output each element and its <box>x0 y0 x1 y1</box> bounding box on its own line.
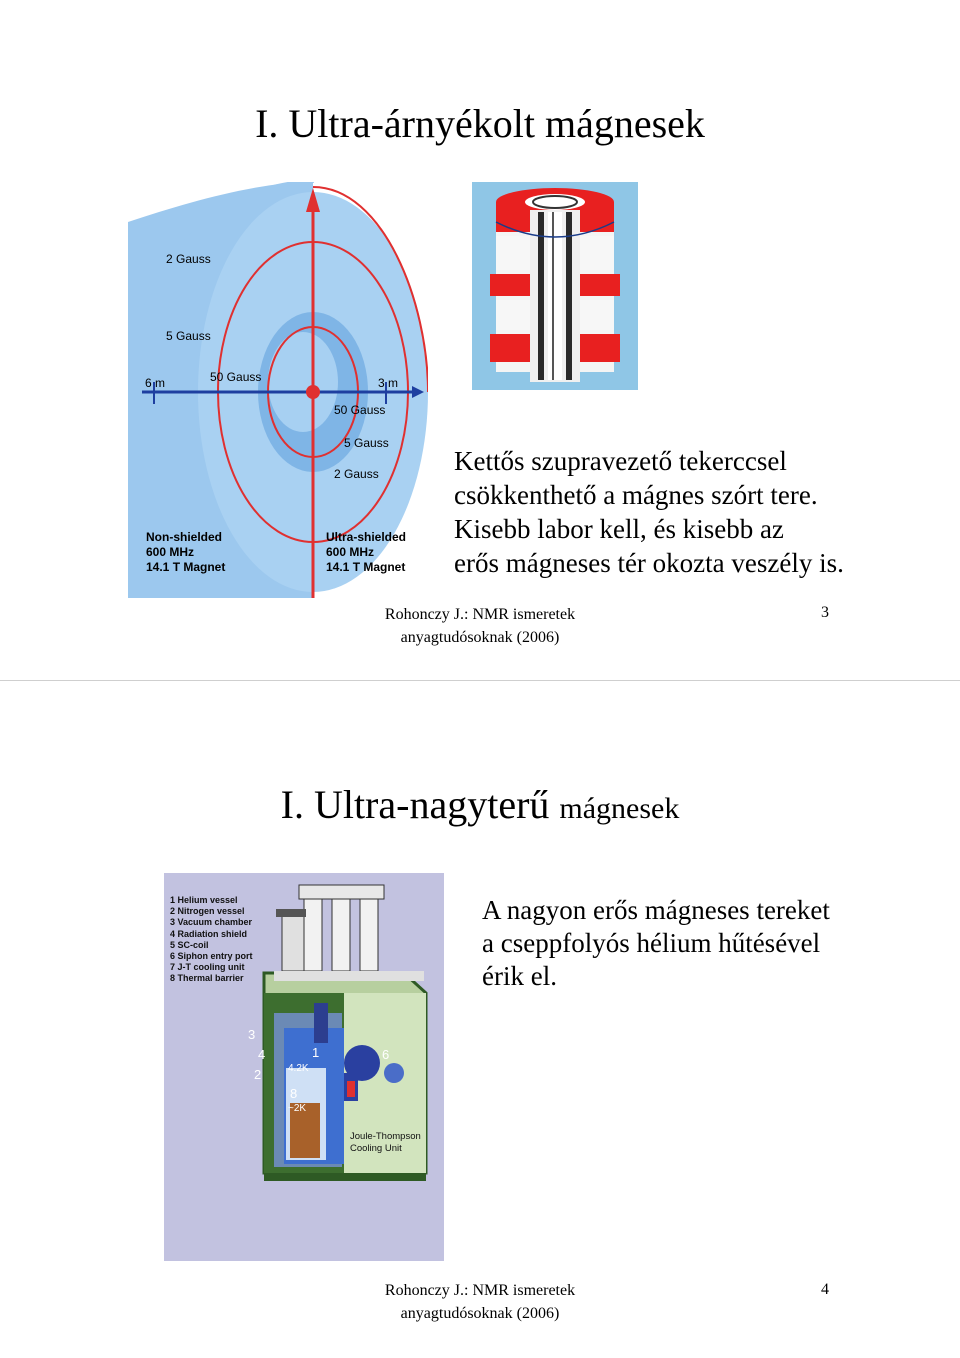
nonshielded-line-1: Non-shielded <box>146 530 223 544</box>
slide-4-footer: Rohonczy J.: NMR ismeretek anyagtudósokn… <box>375 1279 585 1325</box>
legend-item-3: 3 Vacuum chamber <box>170 917 253 928</box>
slide-4-text-line-3: érik el. <box>482 961 557 991</box>
slide-3: I. Ultra-árnyékolt mágnesek <box>0 101 960 681</box>
slide-3-text-line-2: csökkenthető a mágnes szórt tere. <box>454 480 818 510</box>
slide-3-text-line-3: Kisebb labor kell, és kisebb az <box>454 514 784 544</box>
ultrashielded-line-3: 14.1 T Magnet <box>326 560 406 574</box>
label-5gauss-outer: 5 Gauss <box>166 329 211 343</box>
nonshielded-line-3: 14.1 T Magnet <box>146 560 226 574</box>
slide-4-title-small: mágnesek <box>559 792 680 825</box>
legend-item-2: 2 Nitrogen vessel <box>170 906 245 917</box>
label-50gauss-left: 50 Gauss <box>210 370 262 384</box>
jt-unit-line-1: Joule-Thompson <box>350 1131 421 1142</box>
slide-3-footer-author: Rohonczy J.: NMR ismeretek <box>384 606 576 623</box>
cryo-label-4: 4 <box>258 1047 266 1062</box>
legend-item-5: 5 SC-coil <box>170 939 209 950</box>
cryo-label-1: 1 <box>312 1045 320 1060</box>
jt-unit-label: Joule-Thompson Cooling Unit <box>350 1131 421 1155</box>
slide-4: I. Ultra-nagyterű mágnesek <box>0 681 960 1358</box>
slide-4-page-number: 4 <box>821 1281 829 1298</box>
slide-3-page-number: 3 <box>821 604 829 621</box>
cryo-label-2k: ~2K <box>288 1103 307 1114</box>
slide-4-title: I. Ultra-nagyterű mágnesek <box>0 781 960 828</box>
slide-4-text-line-2: a cseppfolyós hélium hűtésével <box>482 928 821 958</box>
label-5gauss-inner: 5 Gauss <box>344 436 389 450</box>
legend-item-8: 8 Thermal barrier <box>170 973 244 984</box>
slide-3-footer: Rohonczy J.: NMR ismeretek anyagtudósokn… <box>375 603 585 649</box>
magnet-center <box>306 385 320 399</box>
slide-4-footer-course: anyagtudósoknak (2006) <box>400 1305 560 1322</box>
label-6m: 6 m <box>145 376 166 390</box>
ultrashielded-line-2: 600 MHz <box>326 545 375 559</box>
cryo-label-4-2k: 4.2K <box>288 1063 309 1074</box>
label-2gauss-inner: 2 Gauss <box>334 467 379 481</box>
cryo-label-6: 6 <box>382 1047 390 1062</box>
cryo-label-3: 3 <box>248 1027 256 1042</box>
slide-3-text-line-4: erős mágneses tér okozta veszély is. <box>454 548 844 578</box>
ultrashielded-caption: Ultra-shielded 600 MHz 14.1 T Magnet <box>326 530 406 575</box>
legend-item-4: 4 Radiation shield <box>170 928 248 939</box>
jt-unit-line-2: Cooling Unit <box>350 1143 402 1154</box>
cryo-label-8: 8 <box>290 1086 298 1101</box>
slide-4-footer-author: Rohonczy J.: NMR ismeretek <box>384 1282 576 1299</box>
stray-field-diagram <box>128 182 428 598</box>
slide-3-title: I. Ultra-árnyékolt mágnesek <box>255 101 705 146</box>
coil-cutaway-drawing <box>472 182 638 390</box>
nonshielded-line-2: 600 MHz <box>146 545 195 559</box>
legend-item-7: 7 J-T cooling unit <box>170 962 245 973</box>
up-arrow <box>306 188 320 212</box>
slide-4-text: A nagyon erős mágneses tereket a cseppfo… <box>482 894 830 993</box>
legend-item-1: 1 Helium vessel <box>170 895 238 905</box>
ultrashielded-line-1: Ultra-shielded <box>326 530 407 544</box>
coil-cutaway-image <box>472 182 638 390</box>
nonshielded-caption: Non-shielded 600 MHz 14.1 T Magnet <box>146 530 225 575</box>
cryo-label-2: 2 <box>254 1067 262 1082</box>
slide-4-text-line-1: A nagyon erős mágneses tereket <box>482 895 830 925</box>
cryostat-figure: 1 Helium vessel 2 Nitrogen vessel 3 Vacu… <box>164 873 444 1261</box>
slide-4-title-main: I. Ultra-nagyterű <box>280 782 550 827</box>
slide-3-footer-course: anyagtudósoknak (2006) <box>400 629 560 646</box>
legend-item-6: 6 Siphon entry port <box>170 951 253 962</box>
stray-field-figure: 2 Gauss 5 Gauss 6 m 50 Gauss 3 m 50 Gaus… <box>128 182 428 598</box>
label-3m: 3 m <box>378 376 399 390</box>
cryostat-drawing <box>164 873 444 1261</box>
slide-3-text-line-1: Kettős szupravezető tekerccsel <box>454 446 787 476</box>
label-2gauss-outer: 2 Gauss <box>166 252 211 266</box>
slide-3-text: Kettős szupravezető tekerccsel csökkenth… <box>454 444 844 580</box>
label-50gauss-inner: 50 Gauss <box>334 403 386 417</box>
cryostat-legend: 1 Helium vessel 2 Nitrogen vessel 3 Vacu… <box>170 895 253 985</box>
